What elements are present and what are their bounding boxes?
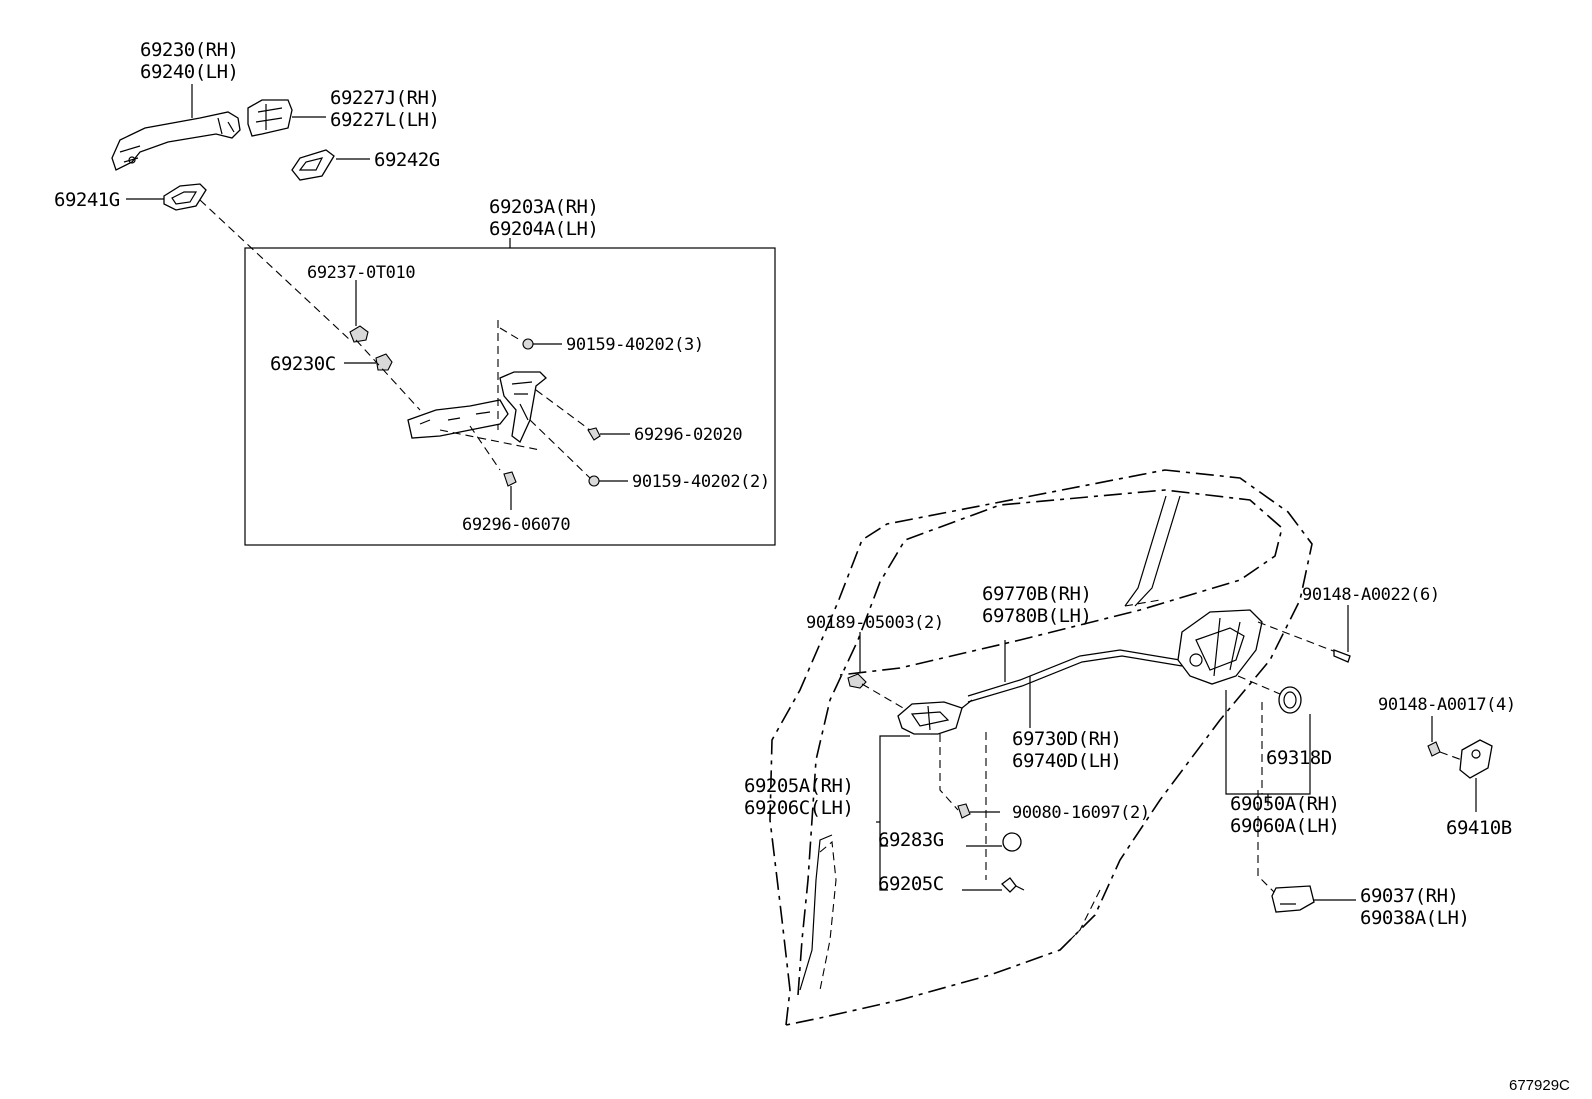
handle-cap-illustration xyxy=(247,99,293,137)
label-part-69237: 69237-0T010 xyxy=(307,263,415,283)
label-screw-90148-a0017: 90148-A0017(4) xyxy=(1378,695,1516,715)
label-clip-90189: 90189-05003(2) xyxy=(806,613,944,633)
striker-69410b-illustration xyxy=(1427,716,1493,812)
label-handle-cap-rh: 69227J(RH) xyxy=(330,87,439,109)
label-screw-69296-02020: 69296-02020 xyxy=(634,425,742,445)
label-screw-69296-06070: 69296-06070 xyxy=(462,515,570,535)
screw-icon xyxy=(522,338,562,350)
label-screw-90080: 90080-16097(2) xyxy=(1012,803,1150,823)
label-screw-90159-3: 90159-40202(3) xyxy=(566,335,704,355)
label-bezel-69205c: 69205C xyxy=(878,873,944,895)
label-inner-handle-lh: 69206C(LH) xyxy=(744,797,853,819)
screw-icon xyxy=(587,427,630,441)
label-screw-90159-2: 90159-40202(2) xyxy=(632,472,770,492)
screw-icon xyxy=(1257,605,1351,663)
screw-icon xyxy=(588,475,628,487)
label-cable-69780b: 69780B(LH) xyxy=(982,605,1091,627)
pad-69241g-illustration xyxy=(163,183,207,211)
label-handle-cap-lh: 69227L(LH) xyxy=(330,109,439,131)
label-part-69230c: 69230C xyxy=(270,353,336,375)
label-outer-handle-lh: 69240(LH) xyxy=(140,61,238,83)
frame-inner-parts xyxy=(344,280,630,510)
door-outline xyxy=(769,469,1313,1027)
leaders-top-left xyxy=(126,84,370,200)
label-lock-assy-lh: 69060A(LH) xyxy=(1230,815,1339,837)
frame-assembly-box xyxy=(244,238,776,546)
screw-icon xyxy=(957,803,1000,819)
lock-assembly-illustration xyxy=(1177,609,1263,685)
figure-reference-number: 677929C xyxy=(1509,1077,1570,1094)
label-frame-assy-lh: 69204A(LH) xyxy=(489,218,598,240)
screw-icon xyxy=(503,471,517,510)
label-cover-rh: 69037(RH) xyxy=(1360,885,1458,907)
clip-90189-illustration xyxy=(847,632,911,713)
label-frame-assy-rh: 69203A(RH) xyxy=(489,196,598,218)
label-cable-69730d: 69730D(RH) xyxy=(1012,728,1121,750)
bezel-69205c-illustration xyxy=(962,877,1025,893)
cables-illustration xyxy=(967,640,1183,728)
label-pad-69241g: 69241G xyxy=(54,189,120,211)
label-cable-69740d: 69740D(LH) xyxy=(1012,750,1121,772)
label-cable-69770b: 69770B(RH) xyxy=(982,583,1091,605)
label-striker-69410b: 69410B xyxy=(1446,817,1512,839)
pad-69242g-illustration xyxy=(291,149,335,181)
label-cover-lh: 69038A(LH) xyxy=(1360,907,1469,929)
label-seal-69318d: 69318D xyxy=(1266,747,1332,769)
label-outer-handle-rh: 69230(RH) xyxy=(140,39,238,61)
seal-69318d-illustration xyxy=(1237,675,1302,714)
lock-assy-bracket xyxy=(1225,690,1311,806)
label-inner-handle-rh: 69205A(RH) xyxy=(744,775,853,797)
inner-handle-bracket xyxy=(876,732,987,891)
cap-69283g-illustration xyxy=(966,832,1022,852)
outer-handle-illustration xyxy=(111,111,241,171)
label-lock-assy-rh: 69050A(RH) xyxy=(1230,793,1339,815)
assembly-line-handle xyxy=(199,199,351,341)
label-pad-69242g: 69242G xyxy=(374,149,440,171)
inner-handle-illustration xyxy=(897,699,973,735)
cover-69037-illustration xyxy=(1257,790,1356,913)
label-cap-69283g: 69283G xyxy=(878,829,944,851)
label-screw-90148-a0022: 90148-A0022(6) xyxy=(1302,585,1440,605)
